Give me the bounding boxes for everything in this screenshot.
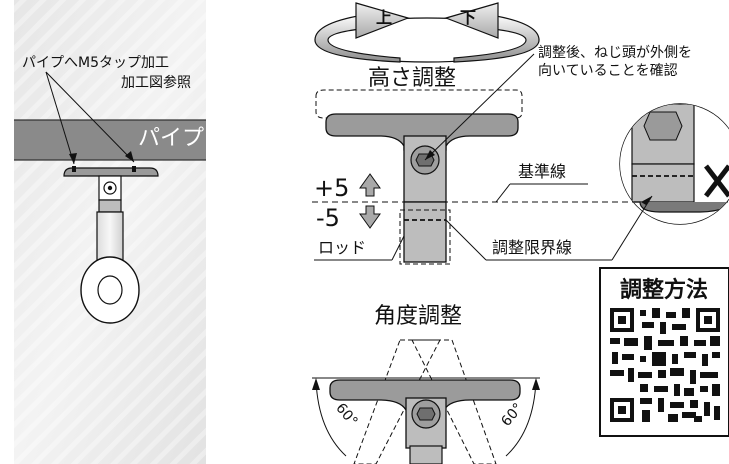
screw-note-line2: 向いていることを確認 <box>538 63 678 79</box>
screw-note-line1: 調整後、ねじ頭が外側を <box>538 45 692 61</box>
height-adjust-title: 高さ調整 <box>368 66 457 91</box>
up-label: 上 <box>376 8 393 27</box>
rod-label: ロッド <box>318 238 367 257</box>
bracket-plate <box>63 167 159 177</box>
qr-code-icon <box>608 306 722 424</box>
pipe-band <box>14 120 206 160</box>
angle-adjust-view <box>312 339 540 464</box>
tap-annotation-line1: パイプへM5タップ加工 <box>22 55 169 71</box>
limit-line-label: 調整限界線 <box>492 238 573 257</box>
handle-t-bar <box>325 113 519 151</box>
detail-view <box>611 103 729 261</box>
left-installation-view <box>14 0 206 464</box>
angle-adjust-title: 角度調整 <box>374 304 463 329</box>
plus-5-label: +5 <box>314 174 350 202</box>
minus-5-label: -5 <box>316 204 340 232</box>
rotation-indicator <box>314 2 540 63</box>
down-arrow-icon <box>444 2 499 39</box>
down-label: 下 <box>460 8 477 27</box>
pipe-label: パイプ <box>138 126 205 151</box>
reference-line-label: 基準線 <box>518 162 567 181</box>
tap-annotation-line2: 加工図参照 <box>121 75 191 91</box>
up-arrow-icon <box>355 2 410 39</box>
height-adjust-view <box>312 53 729 265</box>
qr-box <box>599 267 729 437</box>
qr-box-title: 調整方法 <box>620 278 709 303</box>
